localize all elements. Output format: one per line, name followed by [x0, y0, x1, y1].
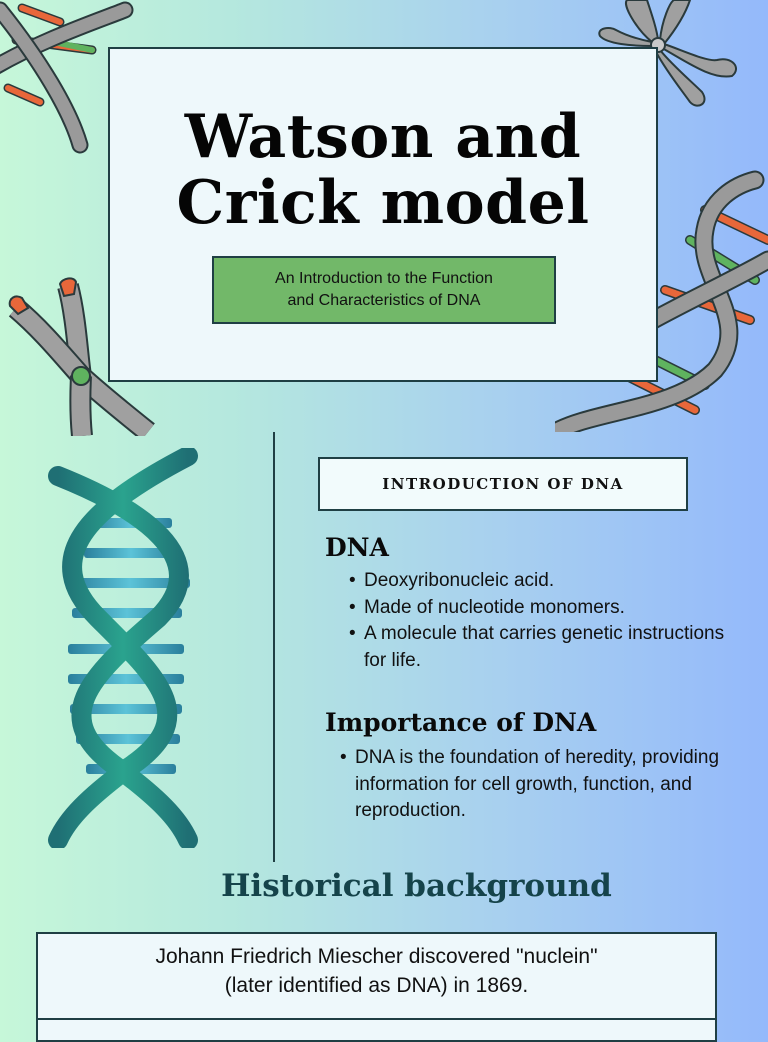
vertical-divider	[273, 432, 275, 862]
dna-double-helix-icon	[48, 448, 198, 848]
history-text: Johann Friedrich Miescher discovered "nu…	[38, 942, 715, 1000]
history-card: Johann Friedrich Miescher discovered "nu…	[36, 932, 717, 1042]
list-item: Made of nucleotide monomers.	[348, 595, 728, 622]
history-line-2: (later identified as DNA) in 1869.	[224, 974, 529, 997]
section-label: INTRODUCTION OF DNA	[382, 475, 624, 493]
dna-heading: DNA	[325, 533, 389, 562]
list-item: A molecule that carries genetic instruct…	[348, 621, 728, 674]
history-line-1: Johann Friedrich Miescher discovered "nu…	[155, 945, 598, 968]
list-item: Deoxyribonucleic acid.	[348, 568, 728, 595]
subtitle-line-2: and Characteristics of DNA	[287, 292, 481, 309]
dna-helix-top-left-icon	[0, 1, 134, 154]
chromosome-left-icon	[8, 277, 155, 436]
page-title: Watson and Crick model	[110, 104, 656, 236]
importance-points-list: DNA is the foundation of heredity, provi…	[339, 745, 759, 825]
title-line-2: Crick model	[176, 168, 590, 238]
importance-heading: Importance of DNA	[325, 708, 597, 737]
title-line-1: Watson and	[184, 102, 582, 172]
list-item: DNA is the foundation of heredity, provi…	[339, 745, 759, 825]
subtitle-line-1: An Introduction to the Function	[275, 270, 493, 287]
section-label-box: INTRODUCTION OF DNA	[318, 457, 688, 511]
title-card: Watson and Crick model An Introduction t…	[108, 47, 658, 382]
subtitle-box: An Introduction to the Function and Char…	[212, 256, 556, 324]
chromosome-top-right-icon	[598, 0, 737, 107]
history-heading: Historical background	[221, 868, 612, 904]
dna-points-list: Deoxyribonucleic acid. Made of nucleotid…	[348, 568, 728, 674]
history-divider	[38, 1018, 715, 1020]
